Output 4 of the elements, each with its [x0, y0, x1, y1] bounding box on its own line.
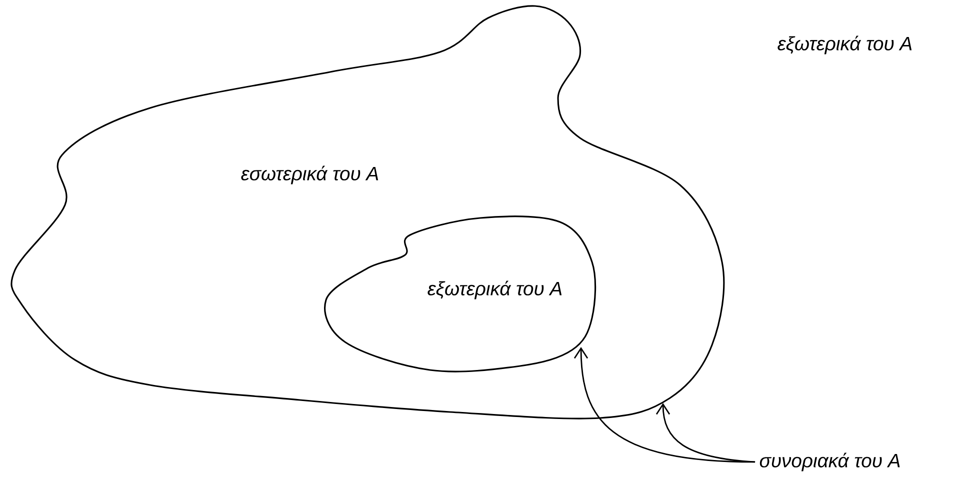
region-label: εξωτερικά του A	[778, 36, 912, 54]
inner-region-outline: εξωτερικά του A	[324, 216, 596, 372]
leader-arrow	[656, 402, 756, 463]
boundary-label: συνοριακά του A	[760, 452, 900, 472]
